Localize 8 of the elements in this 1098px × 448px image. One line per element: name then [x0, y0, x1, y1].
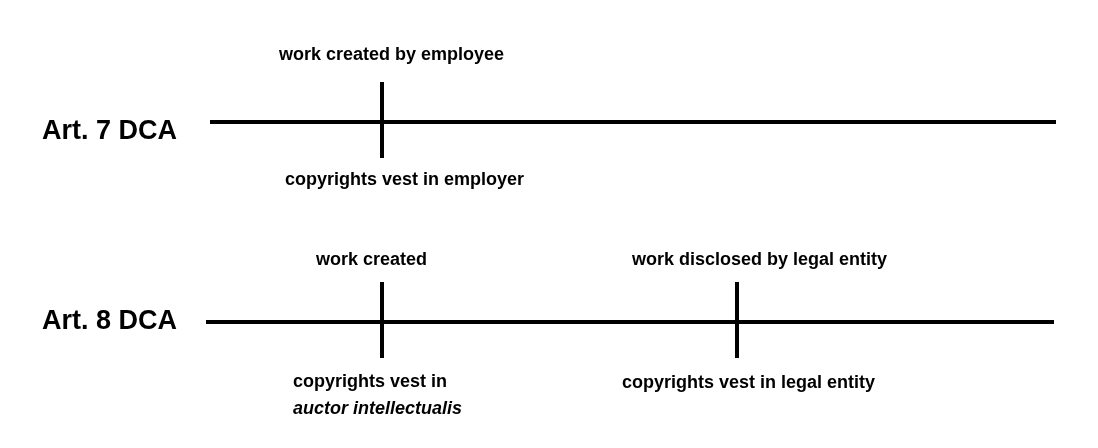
event-label: copyrights vest in employer: [285, 168, 525, 191]
event-label: copyrights vest in auctor intellectualis: [293, 370, 464, 420]
row-heading: Art. 8 DCA: [42, 304, 177, 336]
event-label: copyrights vest in legal entity: [622, 371, 876, 394]
event-label: work disclosed by legal entity: [632, 248, 888, 271]
row-heading: Art. 7 DCA: [42, 114, 177, 146]
event-label: work created: [316, 248, 428, 271]
event-label: work created by employee: [279, 43, 505, 66]
